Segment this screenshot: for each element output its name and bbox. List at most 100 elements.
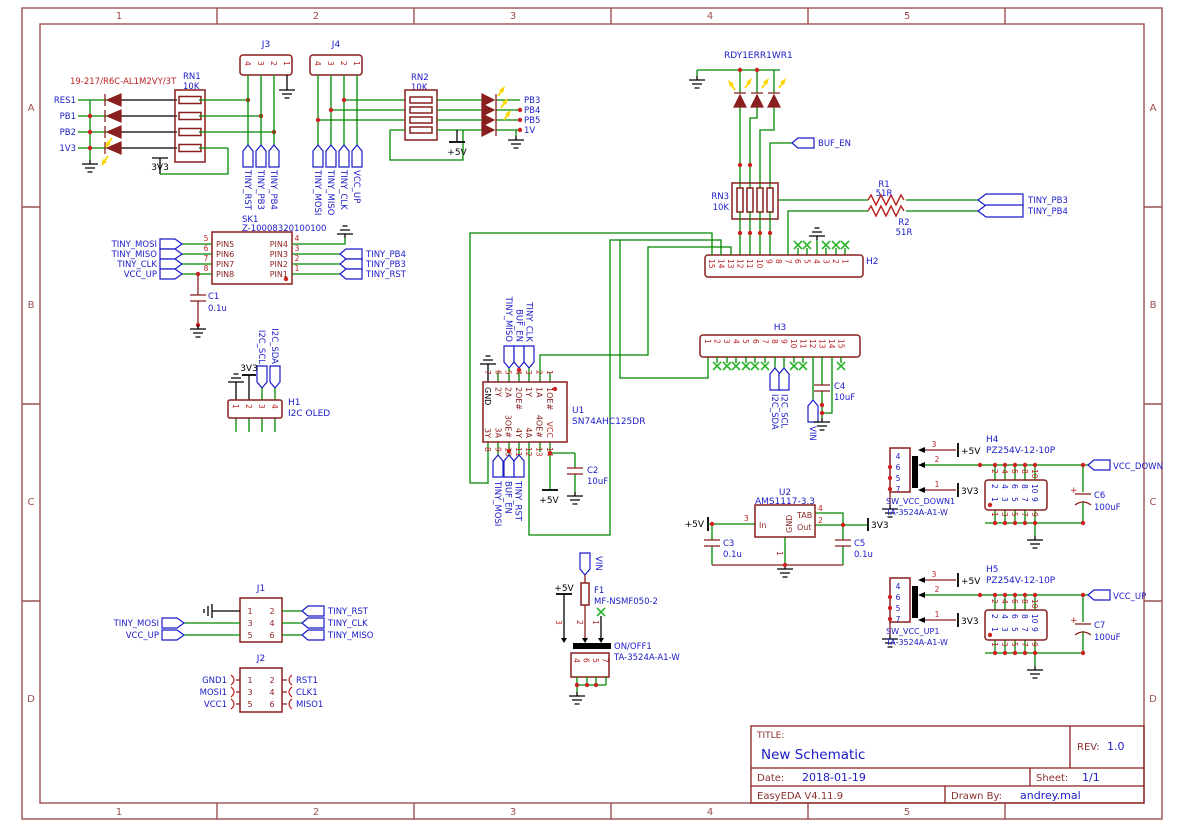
r1-r2-resistors[interactable]: R1 51R R2 51R TINY_PB3 TINY_PB4: [737, 180, 1068, 255]
h4-outer-top-numbers-3: 8: [1020, 469, 1029, 474]
power-3v3-label: 3V3: [151, 163, 169, 173]
pin1-marker: [987, 632, 993, 638]
u1-bottom-names-4: 4A: [524, 427, 533, 438]
net-flag-icon: [339, 248, 363, 260]
net-flag-icon: [161, 629, 185, 641]
net-pb5: PB5: [524, 116, 540, 126]
h3-pin-numbers-10: 11: [799, 339, 808, 349]
swdown-value: TA-3524A-A1-W: [885, 508, 948, 517]
h5-outer-bottom-numbers-2: 5: [1010, 642, 1019, 647]
u1-gnd-pin: GND: [483, 387, 492, 405]
h1-value: I2C OLED: [288, 409, 330, 419]
ground-icon: [189, 324, 207, 338]
h1-net-labels-0: I2C_SCL: [256, 330, 266, 364]
u1-bottom-numbers-3: 11: [514, 447, 523, 457]
u1-bottom-names-1: 3A: [493, 427, 502, 438]
h5-inner-bottom-numbers-1: 3: [1000, 627, 1009, 632]
no-connect-icon: [789, 361, 799, 371]
border-top-numbers-1: 2: [313, 11, 319, 22]
net-1v: 1V: [524, 126, 535, 136]
rn2-block[interactable]: RN2 10K +5V PB3 PB4 PB5 1V: [389, 73, 540, 161]
border-right-letters-1: B: [1150, 300, 1157, 311]
h1-pin-numbers-3: 4: [270, 404, 279, 409]
h2-pin-numbers-8: 7: [783, 259, 792, 264]
swup-value: TA-3524A-A1-W: [885, 638, 948, 647]
net-vin: VIN: [593, 556, 603, 571]
h5-inner-top-numbers-4: 10: [1030, 614, 1039, 624]
sk1-ref: SK1: [242, 215, 258, 225]
power-3v3-label: 3V3: [240, 364, 258, 374]
u1-top-names-1: 2A: [504, 387, 513, 398]
c4-value: 10uF: [834, 393, 855, 403]
led-flash-icon: [727, 79, 736, 91]
j1-left-nets-1: VCC_UP: [126, 631, 159, 641]
rdy-err-wr-leds[interactable]: RDY1ERR1WR1 BUF_EN: [688, 51, 851, 188]
j1-col2-numbers-1: 4: [269, 619, 274, 628]
led-array-left[interactable]: [100, 93, 122, 167]
u1-bottom-nets-2: TINY_RST: [513, 480, 523, 522]
power-5v-label: +5V: [961, 577, 981, 587]
f1-fuse-switch[interactable]: VIN F1 MF-NSMF050-2 +5V 3 2 1 ON/OFF1 TA…: [554, 552, 680, 705]
f1-sw-pin2: 2: [575, 620, 584, 625]
title-block: TITLE: New Schematic REV: 1.0 Date: 2018…: [750, 725, 1145, 804]
j1-col2-numbers: 246: [269, 607, 274, 640]
led-array-right[interactable]: [481, 85, 512, 137]
h5-inner-bottom-numbers-0: 1: [990, 627, 999, 632]
j2-col2-numbers-0: 2: [269, 676, 274, 685]
arrow-icon: [918, 487, 925, 493]
u1-top-nets-1: BUF_EN: [513, 309, 523, 342]
border-left-letters-1: B: [28, 300, 35, 311]
c5-ref: C5: [854, 539, 865, 549]
u2-regulator[interactable]: +5V 3 U2 AMS1117-3.3 In GND TAB Out 4 2 …: [685, 488, 889, 578]
junction-dots: [737, 230, 773, 236]
j4-pin-numbers-3: 1: [352, 61, 361, 66]
h3-pin-numbers-8: 9: [779, 339, 788, 344]
net-flag-icon: [977, 204, 1024, 218]
h4-outer-top-numbers-4: 10: [1030, 469, 1039, 479]
h5-outer-bottom-numbers-3: 7: [1020, 642, 1029, 647]
j2-left-labels-0: GND1: [202, 676, 227, 686]
j3-net-labels-2: TINY_PB4: [268, 169, 278, 210]
led-icon: [105, 109, 122, 123]
no-connect-icon: [596, 607, 606, 617]
c5-value: 0.1u: [854, 550, 873, 560]
net-flag-icon: [492, 454, 504, 478]
net-flag-icon: [159, 268, 183, 280]
net-flag-icon: [325, 144, 337, 168]
onoff-pin-numbers-3: 7: [601, 658, 610, 663]
left-led-block[interactable]: RES1 PB1 PB2 1V3 3V3 19-217/R6C-AL1M2VY/…: [54, 72, 277, 175]
u1-top-names-2: 2OE#: [514, 387, 523, 410]
j3-net-labels-0: TINY_RST: [242, 169, 252, 211]
interconnect-wires: [469, 232, 732, 536]
h5-inner-top-numbers-3: 8: [1020, 614, 1029, 619]
sk1-right-nets-0: TINY_PB4: [365, 250, 406, 260]
net-flag-icon: [513, 454, 525, 478]
h4-inner-top-numbers-2: 6: [1010, 484, 1019, 489]
rn3-resistor-network[interactable]: RN3 10K: [711, 182, 779, 220]
net-flag-icon: [159, 238, 183, 250]
h2-pin-numbers-14: 1: [841, 259, 850, 264]
sw-pin1-number: 1: [935, 480, 940, 489]
net-flag-icon: [268, 144, 280, 168]
net-buf-en: BUF_EN: [818, 139, 851, 149]
c1-capacitor[interactable]: C1 0.1u: [189, 271, 227, 338]
j2-col1-numbers: 135: [247, 676, 252, 709]
sheet-label: Sheet:: [1036, 773, 1068, 784]
